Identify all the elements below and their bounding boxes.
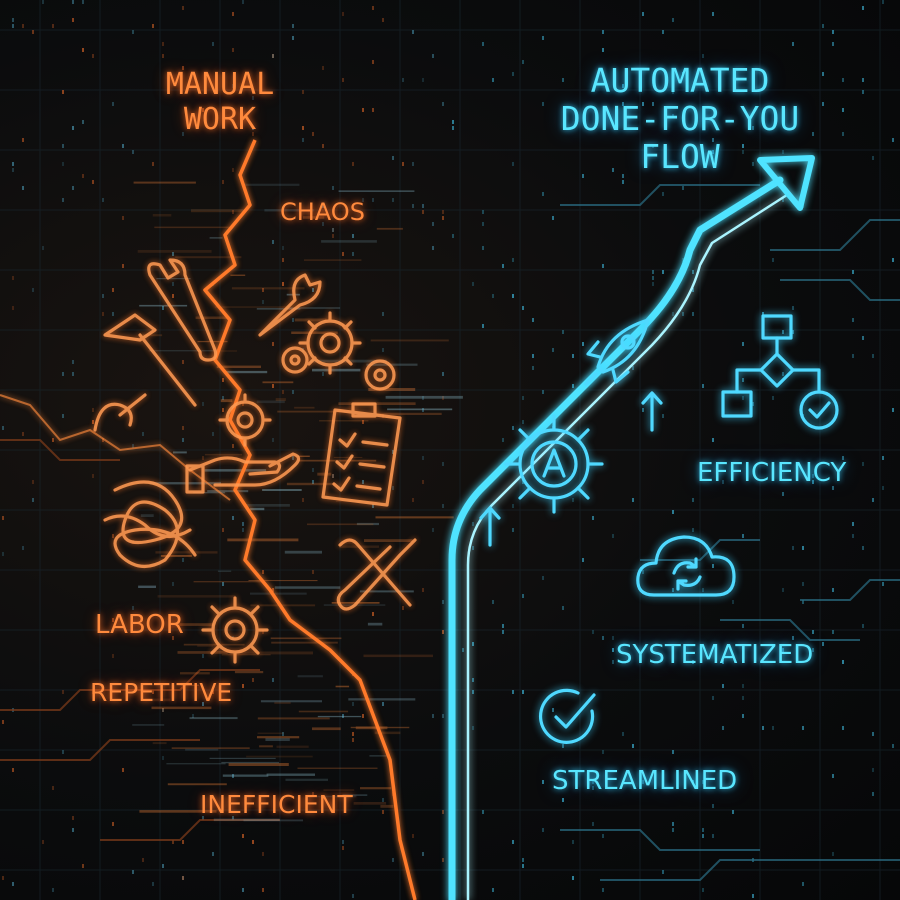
wrench-icon [147, 258, 218, 362]
screwdriver-icon [93, 393, 147, 432]
wrench-icon [258, 273, 322, 337]
chaos-label: CHAOS [280, 198, 365, 226]
efficiency-label: EFFICIENCY [697, 458, 847, 488]
arrow-up-icon [641, 391, 663, 432]
streamlined-label: STREAMLINED [552, 766, 738, 796]
left-title-line2: WORK [183, 101, 257, 137]
inefficient-label: INEFFICIENT [200, 790, 353, 819]
systematized-label: SYSTEMATIZED [616, 640, 814, 670]
rocket-icon [584, 318, 650, 386]
gears-icon [281, 311, 396, 391]
tools-crossed-icon [336, 538, 417, 611]
right-title-line1: AUTOMATED [590, 61, 770, 100]
automation-gear-icon [504, 414, 604, 514]
growth-arrow-icon [448, 155, 815, 900]
hammer-icon [103, 313, 197, 407]
right-title-line2: DONE-FOR-YOU [560, 98, 800, 138]
clipboard-icon [321, 402, 402, 507]
hand-gear-icon [185, 393, 301, 494]
checkmark-circle-icon [539, 688, 596, 744]
cloud-sync-icon [636, 535, 736, 597]
tangled-rope-icon [103, 480, 197, 568]
left-title-line1: MANUAL [165, 67, 275, 102]
arrow-up-icon [479, 506, 501, 547]
right-title-line3: FLOW [640, 136, 720, 176]
labor-label: LABOR [95, 610, 184, 640]
flowchart-icon [721, 314, 839, 430]
right-title: AUTOMATED DONE-FOR-YOU FLOW [520, 62, 840, 176]
gear-icon [201, 596, 269, 664]
repetitive-label: REPETITIVE [90, 678, 233, 707]
left-title: MANUAL WORK [135, 67, 305, 137]
